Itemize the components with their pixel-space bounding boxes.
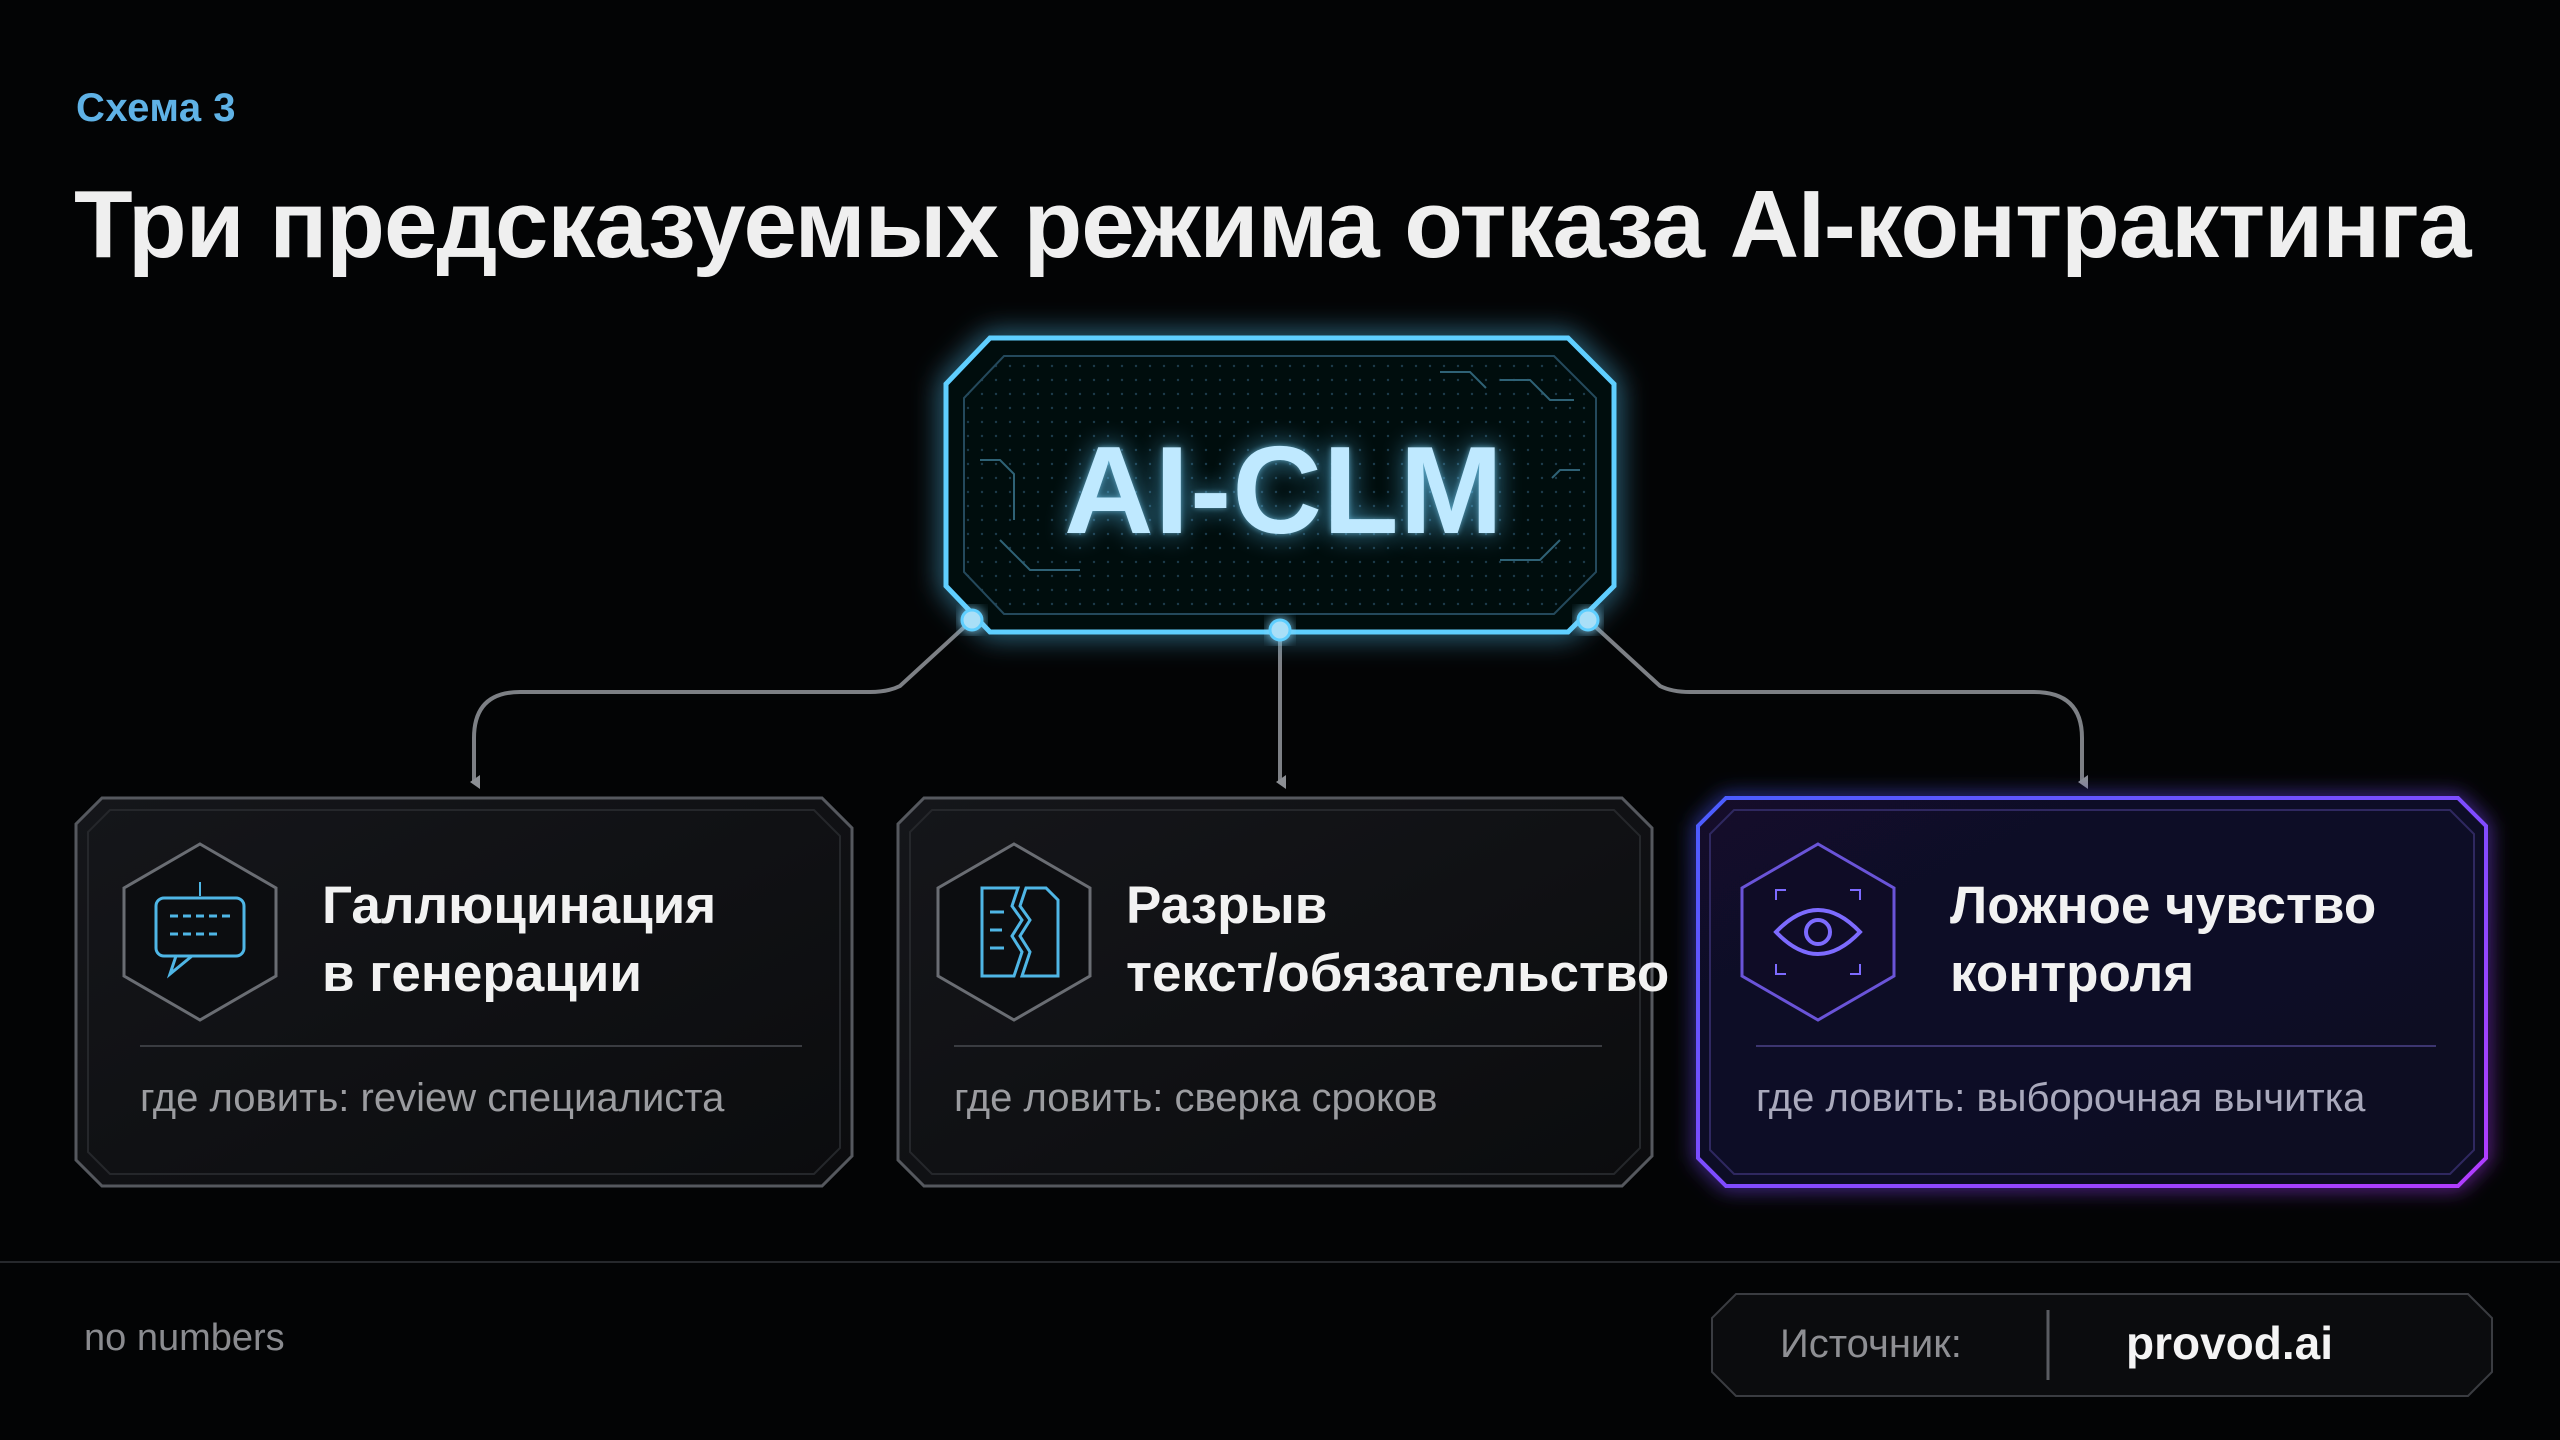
card-2-title-line1: Разрыв xyxy=(1126,876,1328,935)
connector-right xyxy=(1586,618,2088,789)
hub-node xyxy=(943,335,1617,635)
connector-left xyxy=(470,618,974,789)
source-box xyxy=(1711,1293,2493,1397)
card-3-title-line1: Ложное чувство xyxy=(1950,876,2377,935)
chat-bubble-icon xyxy=(122,842,278,1022)
source-link[interactable]: provod.ai xyxy=(2126,1317,2334,1369)
footer-note: no numbers xyxy=(84,1317,285,1359)
hub-label: AI-CLM xyxy=(1064,422,1504,560)
torn-document-icon xyxy=(936,842,1092,1022)
hub-port-left xyxy=(960,608,984,632)
source-label: Источник: xyxy=(1780,1322,1962,1366)
hub-port-center xyxy=(1268,618,1292,642)
card-1-title-line2: в генерации xyxy=(322,944,642,1003)
hub-port-right xyxy=(1576,608,1600,632)
page-title: Три предсказуемых режима отказа AI-контр… xyxy=(74,171,2472,278)
card-3-note: где ловить: выборочная вычитка xyxy=(1756,1076,2366,1120)
card-1-title-line1: Галлюцинация xyxy=(322,876,717,935)
card-false-sense-of-control xyxy=(1696,796,2488,1188)
card-text-obligation-gap xyxy=(896,796,1654,1188)
card-3-title-line2: контроля xyxy=(1950,944,2195,1003)
card-2-title-line2: текст/обязательство xyxy=(1126,944,1670,1003)
circuit-traces xyxy=(980,371,1580,571)
diagram-eyebrow: Схема 3 xyxy=(76,86,237,130)
card-hallucination xyxy=(74,796,854,1188)
card-1-note: где ловить: review специалиста xyxy=(140,1076,725,1120)
card-2-note: где ловить: сверка сроков xyxy=(954,1076,1438,1120)
eye-icon xyxy=(1740,842,1896,1022)
connectors xyxy=(470,618,2088,789)
